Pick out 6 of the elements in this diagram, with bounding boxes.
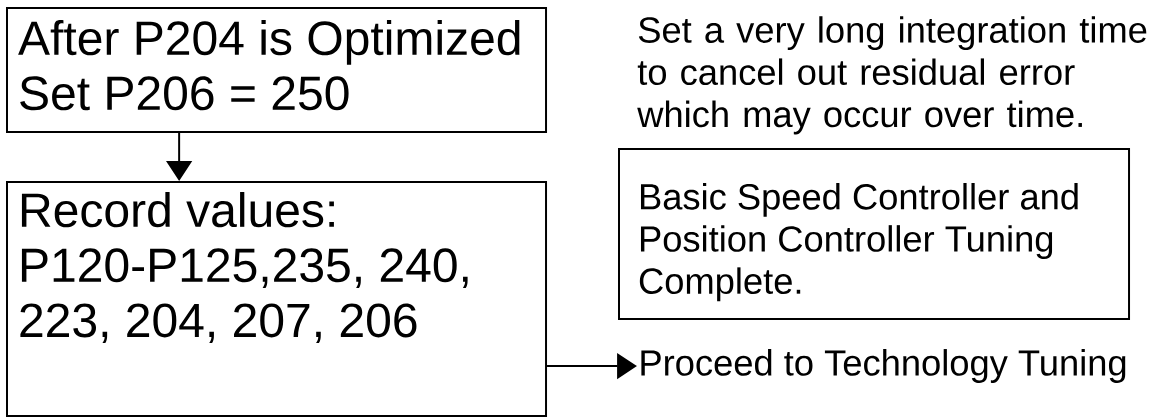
note-text: Set a very long integration time to cancel out residual error which may occur over time.	[637, 16, 1147, 135]
process-box: Record values: P120-P125,235, 240, 223, 204, 207, 206	[6, 181, 548, 417]
step-text: Proceed to Technology Tuning	[641, 349, 1126, 383]
arrow	[166, 132, 193, 181]
process-box: After P204 is Optimized Set P206 = 250	[6, 7, 548, 133]
process-box: Basic Speed Controller and Position Controller Tuning Complete.	[618, 148, 1131, 320]
